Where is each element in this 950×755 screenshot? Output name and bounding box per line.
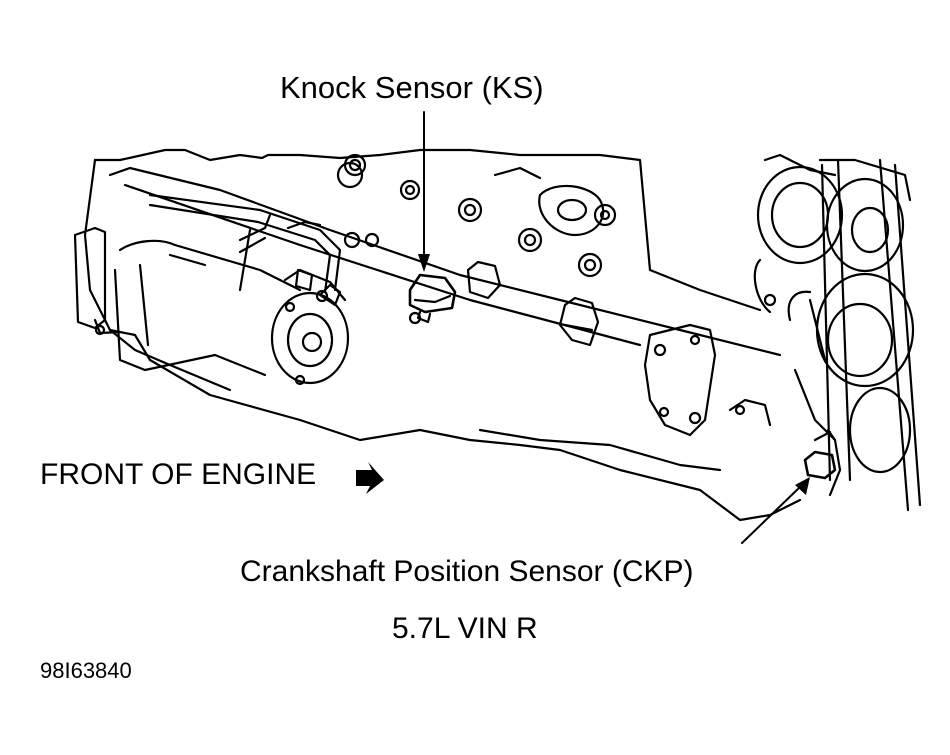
front-of-engine-label: FRONT OF ENGINE [40, 458, 317, 491]
pulley-assembly [753, 153, 922, 512]
ckp-leader [741, 486, 801, 544]
engine-bosses [466, 260, 600, 347]
engine-code-label: 5.7L VIN R [392, 612, 538, 645]
leader-arrows [418, 111, 810, 544]
ckp-arrowhead [795, 477, 810, 495]
knock-sensor-shape [408, 273, 457, 325]
knock-sensor-label: Knock Sensor (KS) [280, 70, 544, 105]
knock-sensor-arrowhead [418, 254, 430, 272]
fuel-lines [148, 193, 342, 307]
crankshaft-sensor-label: Crankshaft Position Sensor (CKP) [240, 555, 694, 588]
starter-motor [73, 226, 350, 386]
arrow-right-icon [356, 462, 384, 494]
figure-id: 98I63840 [40, 658, 132, 683]
ckp-sensor-shape [803, 428, 837, 480]
